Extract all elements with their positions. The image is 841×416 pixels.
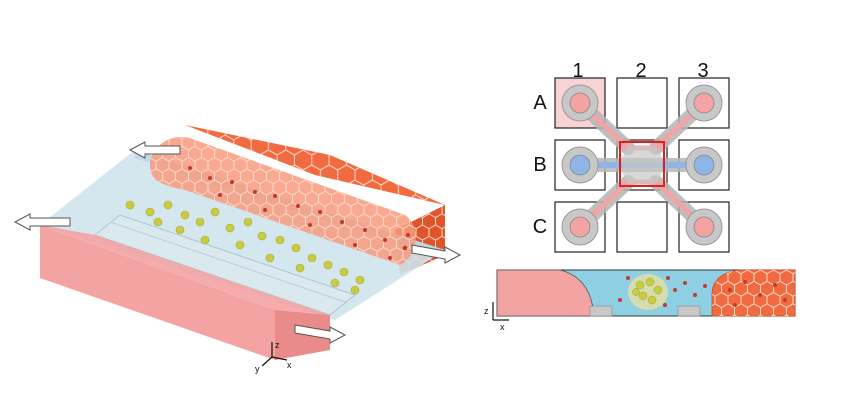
pink-block-top: [40, 225, 330, 315]
cross-section-red-cells: [618, 276, 787, 307]
cross-section-post-left: [589, 305, 613, 317]
pink-block-front: [40, 225, 275, 360]
reservoirs: [561, 84, 723, 246]
well-a3: [678, 77, 730, 129]
well-c3: [678, 201, 730, 253]
cross-section-view: z x: [484, 269, 796, 332]
cross-section-yellow-cells: [632, 277, 663, 305]
column-label-1: 1: [572, 60, 583, 82]
well-plate-diagram: 1 2 3 A B C: [533, 60, 730, 253]
axes-3d: [261, 342, 288, 367]
cross-axis-x-label: x: [500, 322, 505, 332]
center-highlight-box: [619, 141, 665, 187]
cross-axis-z-label: z: [484, 306, 489, 316]
blue-slab-top: [40, 150, 445, 320]
well-c2: [616, 201, 668, 253]
red-cells: [188, 166, 410, 260]
column-label-2: 2: [635, 60, 646, 82]
axes-cross-section: [492, 302, 509, 321]
flow-arrows: [13, 141, 462, 344]
axis-x-label: x: [287, 360, 292, 370]
center-chamber: [622, 146, 662, 184]
row-label-a: A: [533, 92, 547, 114]
column-label-3: 3: [697, 60, 708, 82]
pink-block-side: [275, 310, 330, 360]
cross-section-post-right: [677, 305, 701, 317]
yellow-cells: [125, 200, 365, 295]
well-a2: [616, 77, 668, 129]
axis-z-label: z: [275, 340, 280, 350]
axis-y-label: y: [255, 364, 260, 374]
row-label-b: B: [533, 154, 546, 176]
well-c1: [554, 201, 606, 253]
chip-3d-view: z x y: [13, 125, 462, 374]
row-label-c: C: [533, 216, 547, 238]
